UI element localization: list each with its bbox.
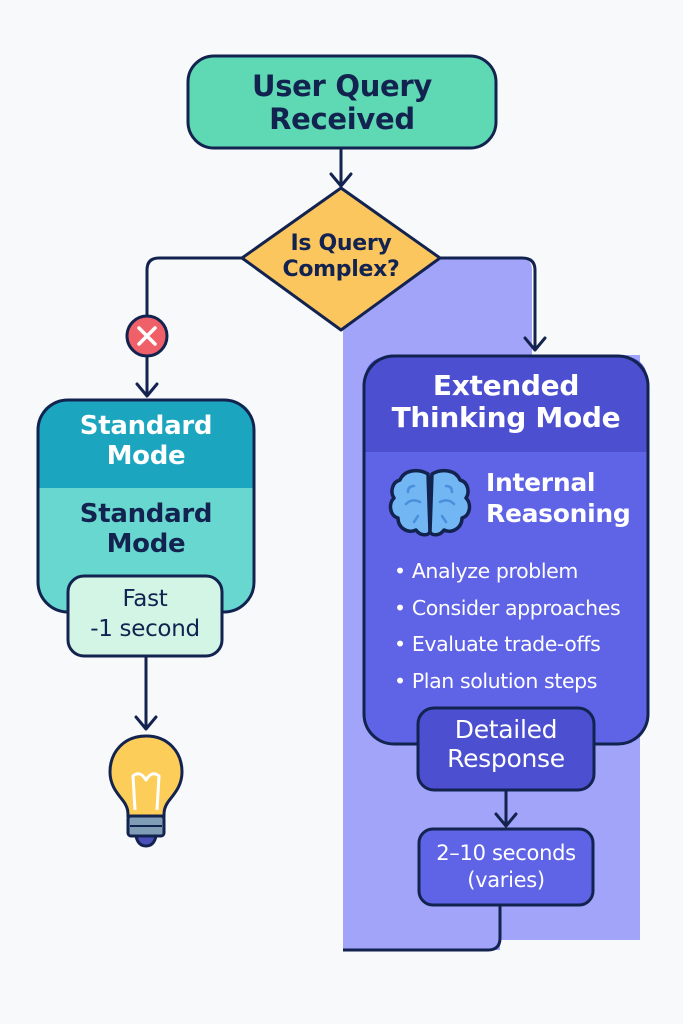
reasoning-step: Plan solution steps xyxy=(394,663,654,700)
speed-line2: -1 second xyxy=(90,615,200,642)
reasoning-step: Evaluate trade-offs xyxy=(394,626,654,663)
start-node-line2: Received xyxy=(269,102,415,137)
standard-header-line1: Standard xyxy=(79,411,213,441)
brain-icon xyxy=(388,468,472,537)
reasoning-title-line1: Internal xyxy=(486,468,596,497)
detailed-response-box xyxy=(416,706,596,792)
arrowhead-icon xyxy=(135,382,159,398)
detailed-response-label: Detailed Response xyxy=(418,715,594,774)
extended-mode-header: Extended Thinking Mode xyxy=(364,369,648,435)
start-node-line1: User Query xyxy=(251,69,433,103)
reasoning-step: Consider approaches xyxy=(394,590,654,627)
speed-label: Fast -1 second xyxy=(68,585,222,645)
arrowhead-icon xyxy=(523,336,547,352)
standard-header-line2: Mode xyxy=(106,440,186,471)
timing-box xyxy=(417,827,595,907)
lightbulb-icon xyxy=(108,734,184,848)
response-line1: Detailed xyxy=(454,715,558,744)
response-line2: Response xyxy=(447,743,565,773)
reasoning-title-line2: Reasoning xyxy=(486,499,631,529)
internal-reasoning-title: Internal Reasoning xyxy=(476,467,656,530)
extended-panel-edge xyxy=(343,878,502,952)
standard-mode-body: Standard Mode xyxy=(38,499,254,560)
standard-body-line1: Standard xyxy=(79,499,213,529)
timing-label: 2–10 seconds (varies) xyxy=(419,840,593,895)
extended-header-line2: Thinking Mode xyxy=(391,401,621,435)
standard-mode-header: Standard Mode xyxy=(38,411,254,472)
start-node-label: User Query Received xyxy=(188,69,496,137)
decision-label: Is Query Complex? xyxy=(262,231,420,284)
start-node xyxy=(186,54,498,150)
arrowhead-icon xyxy=(494,812,518,828)
extended-header-line1: Extended xyxy=(432,369,580,402)
timing-line2: (varies) xyxy=(467,868,545,893)
decision-node xyxy=(240,186,442,332)
x-icon xyxy=(125,314,169,358)
connector-decision-standard xyxy=(145,256,242,320)
speed-box xyxy=(66,574,224,658)
speed-line1: Fast xyxy=(122,586,168,612)
connector-decision-extended xyxy=(438,256,537,350)
reasoning-steps-list: Analyze problem Consider approaches Eval… xyxy=(394,553,654,699)
timing-line1: 2–10 seconds xyxy=(436,841,576,865)
standard-body-line2: Mode xyxy=(106,528,186,559)
reasoning-step: Analyze problem xyxy=(394,553,654,590)
arrowhead-icon xyxy=(329,172,353,188)
decision-line1: Is Query xyxy=(290,231,392,256)
arrowhead-icon xyxy=(134,715,158,731)
decision-line2: Complex? xyxy=(282,257,400,283)
